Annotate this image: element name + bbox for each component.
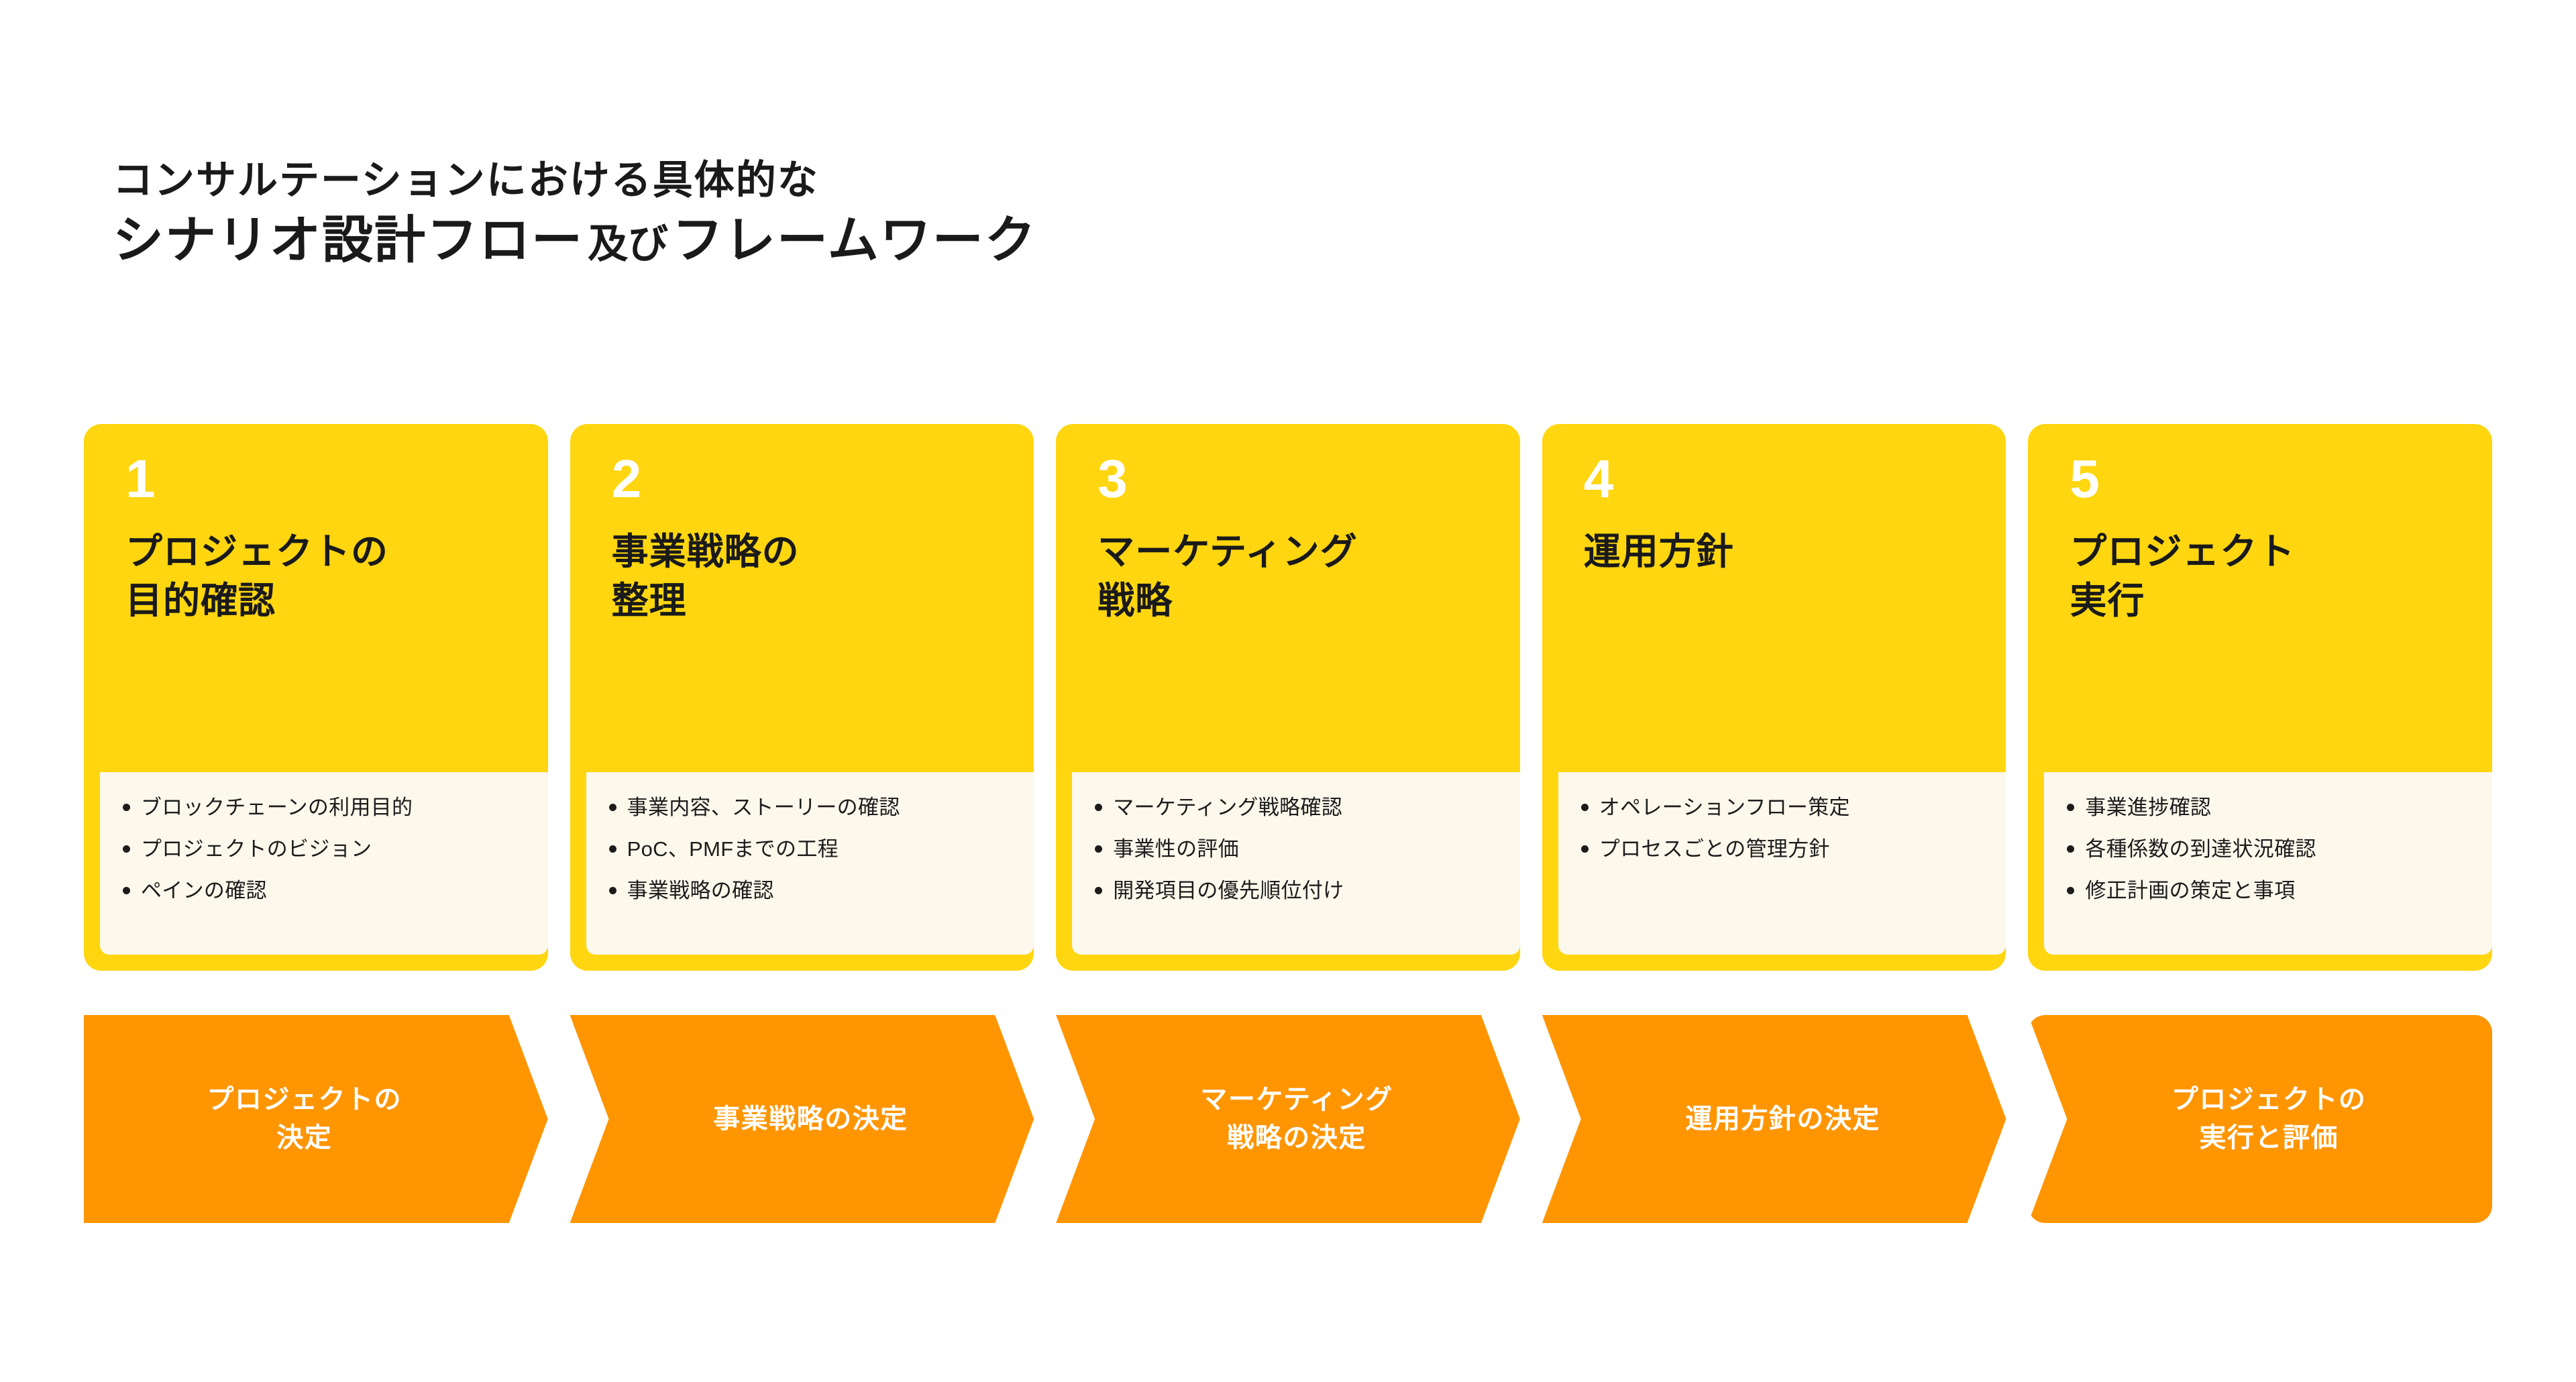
- bullet-dot-icon: [1095, 845, 1103, 853]
- outcome-chevron-1-label: プロジェクトの 決定: [207, 1085, 402, 1153]
- bullet-dot-icon: [2067, 845, 2075, 853]
- bullet-dot-icon: [1580, 845, 1589, 853]
- bullet-dot-icon: [123, 887, 130, 895]
- step-bullets-5: 事業進捗確認 各種係数の到達状況確認 修正計画の策定と事項: [2044, 772, 2492, 955]
- list-item: 事業内容、ストーリーの確認: [608, 796, 1022, 838]
- list-item: ブロックチェーンの利用目的: [123, 796, 536, 838]
- outcome-chevron-4[interactable]: 運用方針の決定: [1542, 1015, 2006, 1223]
- outcome-chevron-2-label: 事業戦略の決定: [713, 1104, 908, 1134]
- outcome-chevron-3-label: マーケティング 戦略の決定: [1200, 1085, 1393, 1153]
- list-item: 開発項目の優先順位付け: [1095, 880, 1508, 902]
- step-card-3-head: 3 マーケティング 戦略: [1056, 424, 1520, 772]
- bullet-text: 事業戦略の確認: [627, 879, 774, 903]
- step-number-5: 5: [2070, 449, 2100, 509]
- list-item: 事業性の評価: [1095, 837, 1508, 880]
- bullet-text: ペインの確認: [141, 879, 267, 903]
- bullet-dot-icon: [123, 804, 130, 811]
- list-item: プロセスごとの管理方針: [1580, 837, 1994, 861]
- page-title-conjunction: 及び: [588, 221, 668, 267]
- step-card-2[interactable]: 2 事業戦略の 整理 事業内容、ストーリーの確認 PoC、PMFまでの工程 事業…: [570, 424, 1034, 971]
- bullet-dot-icon: [1580, 804, 1589, 811]
- bullet-dot-icon: [2067, 804, 2075, 811]
- step-number-3: 3: [1097, 449, 1128, 509]
- bullet-text: 各種係数の到達状況確認: [2085, 837, 2316, 861]
- bullet-text: 修正計画の策定と事項: [2085, 879, 2296, 903]
- step-bullets-3: マーケティング戦略確認 事業性の評価 開発項目の優先順位付け: [1072, 772, 1520, 955]
- step-title-3: マーケティング 戦略: [1097, 531, 1358, 621]
- bullet-dot-icon: [2067, 887, 2075, 895]
- list-item: 修正計画の策定と事項: [2067, 880, 2480, 902]
- step-card-1-head: 1 プロジェクトの 目的確認: [84, 424, 548, 772]
- step-card-4[interactable]: 4 運用方針 オペレーションフロー策定 プロセスごとの管理方針: [1542, 424, 2006, 971]
- page-title-main-part1: シナリオ設計フロー: [113, 212, 584, 270]
- bullet-dot-icon: [123, 845, 130, 853]
- step-number-2: 2: [611, 449, 642, 509]
- list-item: オペレーションフロー策定: [1580, 796, 1994, 838]
- outcome-chevron-5[interactable]: プロジェクトの 実行と評価: [2028, 1015, 2492, 1223]
- bullet-text: 事業性の評価: [1113, 837, 1239, 861]
- bullet-text: プロジェクトのビジョン: [141, 837, 372, 861]
- outcome-chevron-1[interactable]: プロジェクトの 決定: [84, 1015, 548, 1223]
- step-card-row: 1 プロジェクトの 目的確認 ブロックチェーンの利用目的 プロジェクトのビジョン…: [84, 424, 2492, 971]
- list-item: PoC、PMFまでの工程: [608, 837, 1022, 880]
- page-title-subline: コンサルテーションにおける具体的な: [113, 158, 819, 203]
- step-bullets-2: 事業内容、ストーリーの確認 PoC、PMFまでの工程 事業戦略の確認: [586, 772, 1034, 955]
- step-title-4: 運用方針: [1583, 531, 1734, 572]
- list-item: 事業進捗確認: [2067, 796, 2480, 838]
- step-number-4: 4: [1583, 449, 1614, 509]
- page-title-main: シナリオ設計フロー及びフレームワーク: [113, 209, 1857, 273]
- bullet-dot-icon: [1095, 804, 1103, 811]
- step-card-5[interactable]: 5 プロジェクト 実行 事業進捗確認 各種係数の到達状況確認 修正計画の策定と事…: [2028, 424, 2492, 971]
- step-bullets-1: ブロックチェーンの利用目的 プロジェクトのビジョン ペインの確認: [100, 772, 548, 955]
- bullet-text: プロセスごとの管理方針: [1599, 837, 1830, 861]
- bullet-text: PoC、PMFまでの工程: [627, 837, 839, 861]
- step-card-4-head: 4 運用方針: [1542, 424, 2006, 772]
- step-card-2-head: 2 事業戦略の 整理: [570, 424, 1034, 772]
- bullet-text: マーケティング戦略確認: [1113, 796, 1343, 819]
- bullet-text: 事業進捗確認: [2085, 796, 2212, 819]
- list-item: マーケティング戦略確認: [1095, 796, 1508, 838]
- outcome-chevron-5-label: プロジェクトの 実行と評価: [2171, 1085, 2367, 1153]
- page-title-main-part2: フレームワーク: [672, 212, 1037, 270]
- list-item: 事業戦略の確認: [608, 879, 1022, 903]
- step-number-1: 1: [125, 449, 156, 509]
- bullet-dot-icon: [1095, 887, 1103, 895]
- list-item: ペインの確認: [123, 880, 536, 902]
- outcome-chevron-4-label: 運用方針の決定: [1685, 1104, 1880, 1134]
- list-item: プロジェクトのビジョン: [123, 837, 536, 880]
- step-title-2: 事業戦略の 整理: [611, 531, 800, 621]
- step-bullets-4: オペレーションフロー策定 プロセスごとの管理方針: [1558, 772, 2006, 955]
- step-card-3[interactable]: 3 マーケティング 戦略 マーケティング戦略確認 事業性の評価 開発項目の優先順…: [1056, 424, 1520, 971]
- bullet-text: オペレーションフロー策定: [1599, 796, 1850, 819]
- bullet-text: 事業内容、ストーリーの確認: [627, 796, 900, 819]
- bullet-dot-icon: [608, 845, 616, 853]
- list-item: 各種係数の到達状況確認: [2067, 837, 2480, 880]
- step-title-5: プロジェクト 実行: [2070, 531, 2296, 621]
- outcome-chevron-2[interactable]: 事業戦略の決定: [570, 1015, 1034, 1223]
- step-title-1: プロジェクトの 目的確認: [125, 531, 389, 621]
- bullet-dot-icon: [608, 804, 616, 811]
- bullet-dot-icon: [608, 887, 616, 895]
- page-title-block: コンサルテーションにおける具体的な シナリオ設計フロー及びフレームワーク: [113, 156, 1857, 273]
- bullet-text: 開発項目の優先順位付け: [1113, 879, 1344, 903]
- outcome-chevron-3[interactable]: マーケティング 戦略の決定: [1056, 1015, 1520, 1223]
- outcome-chevron-row: プロジェクトの 決定 事業戦略の決定 マーケティング 戦略の決定 運用方針の決定…: [84, 1015, 2492, 1223]
- step-card-5-head: 5 プロジェクト 実行: [2028, 424, 2492, 772]
- bullet-text: ブロックチェーンの利用目的: [141, 796, 413, 819]
- step-card-1[interactable]: 1 プロジェクトの 目的確認 ブロックチェーンの利用目的 プロジェクトのビジョン…: [84, 424, 548, 971]
